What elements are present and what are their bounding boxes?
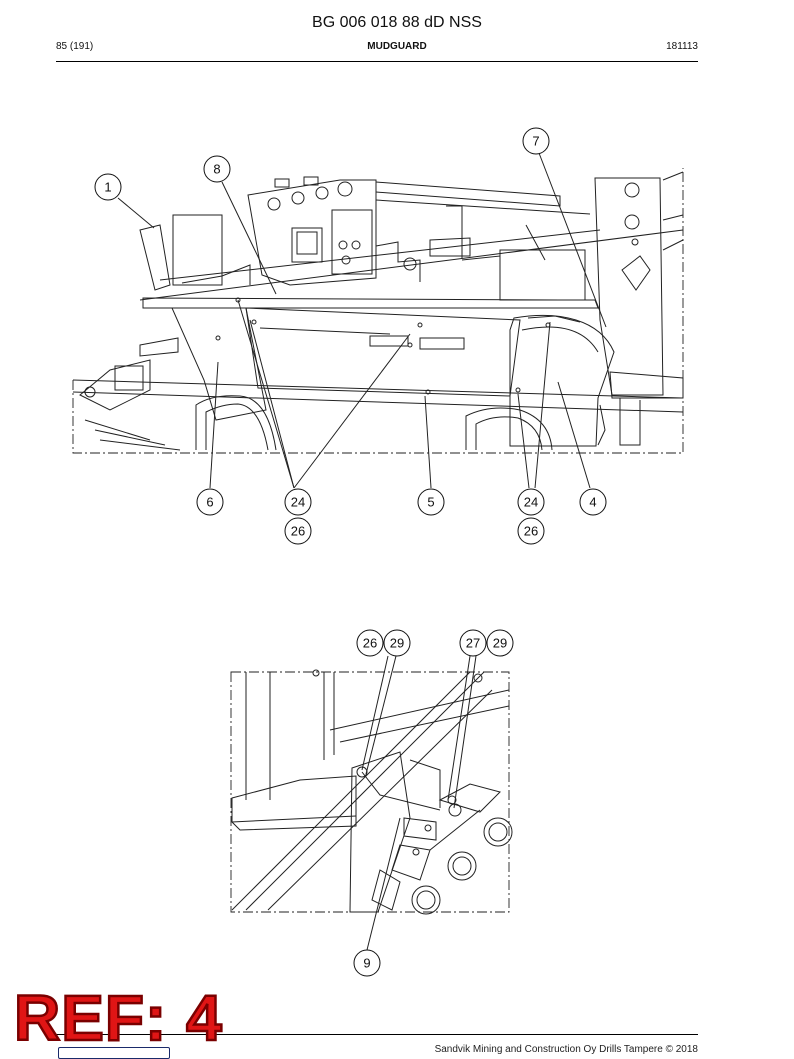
detail-view: [230, 669, 513, 915]
callout-6: 6: [206, 495, 213, 510]
detail-leader-lines: [361, 655, 477, 951]
detail-callouts: 26 29 27 29 9: [353, 629, 514, 977]
callout-29-detail-right: 29: [493, 636, 507, 651]
callout-5: 5: [427, 495, 434, 510]
callout-26-right: 26: [524, 524, 538, 539]
top-callouts: 1 8 7 6 24 26 5 24 26 4: [94, 127, 607, 545]
callout-24-right: 24: [524, 495, 538, 510]
callout-7: 7: [532, 134, 539, 149]
ref-stamp: REF: 4: [13, 982, 223, 1054]
callout-26-detail: 26: [363, 636, 377, 651]
section-title: MUDGUARD: [367, 41, 427, 52]
callout-29-detail-left: 29: [390, 636, 404, 651]
page-number: 85 (191): [56, 41, 94, 52]
top-assembly-view: [72, 168, 684, 454]
callout-4: 4: [589, 495, 596, 510]
callout-26-left: 26: [291, 524, 305, 539]
callout-1: 1: [104, 180, 111, 195]
callout-27-detail: 27: [466, 636, 480, 651]
header-rule: [56, 61, 698, 62]
callout-24-left: 24: [291, 495, 305, 510]
footer-rule: [56, 1034, 698, 1035]
callout-8: 8: [213, 162, 220, 177]
callout-9: 9: [363, 956, 370, 971]
document-code: 181113: [666, 41, 698, 52]
top-leader-lines: [117, 152, 607, 489]
document-title: BG 006 018 88 dD NSS: [312, 14, 482, 31]
footer-copyright: Sandvik Mining and Construction Oy Drill…: [434, 1044, 698, 1055]
